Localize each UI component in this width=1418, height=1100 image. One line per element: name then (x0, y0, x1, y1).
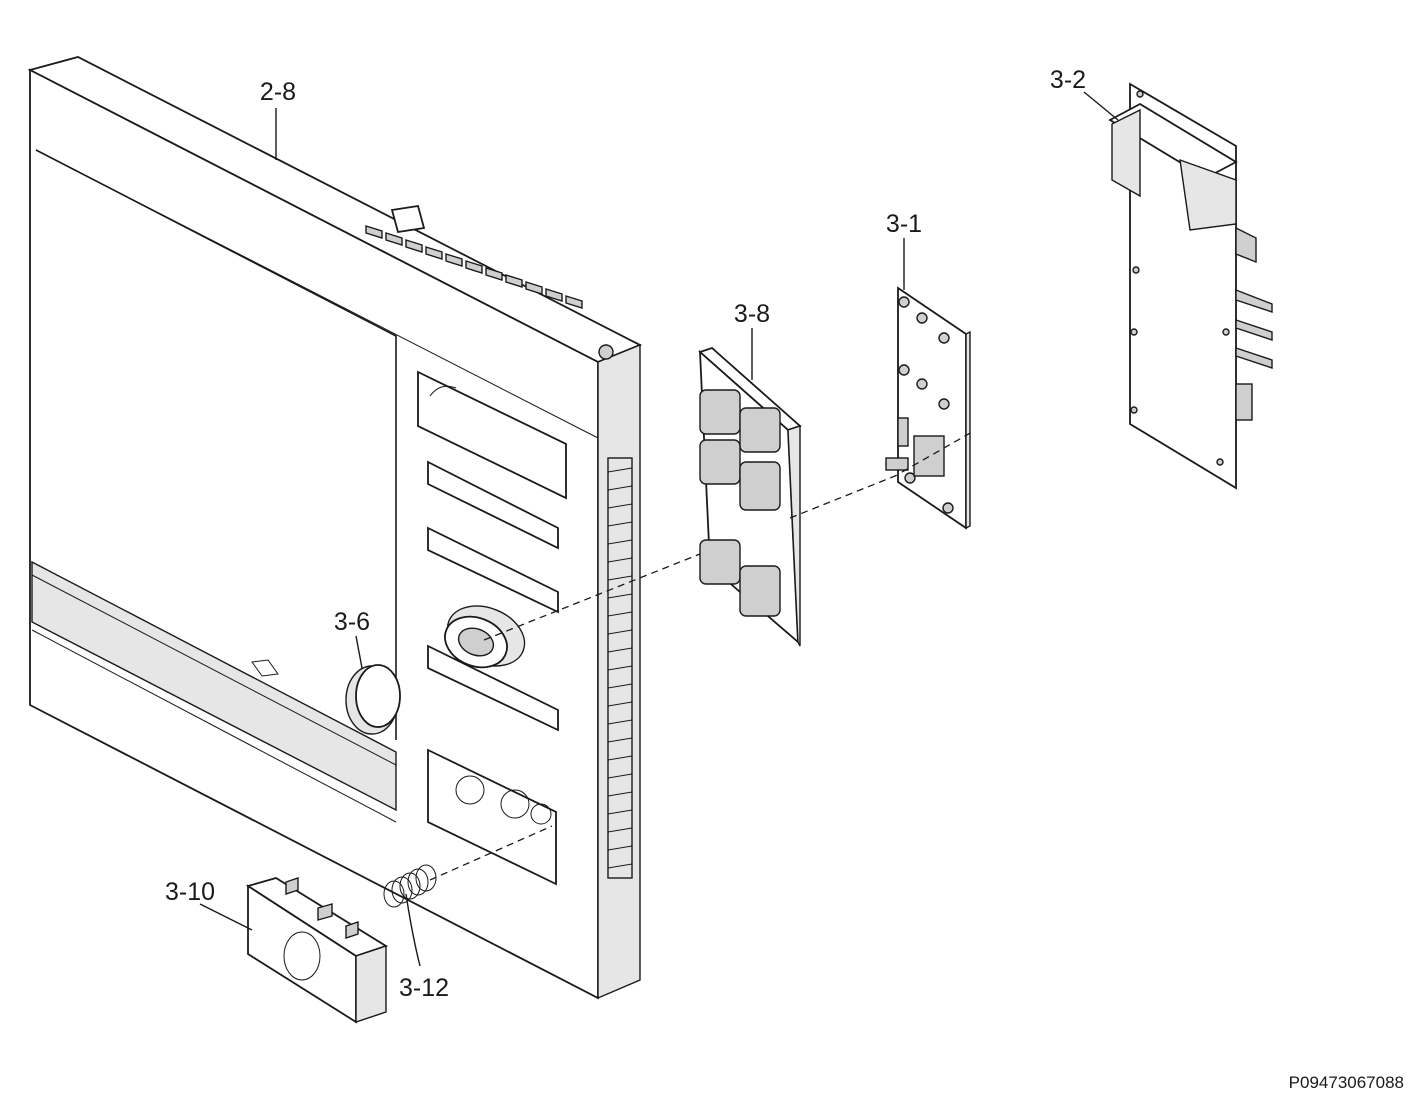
knob-ring (444, 605, 526, 669)
front-panel-2-8 (27, 56, 643, 1000)
assembly-lines (429, 431, 973, 881)
callout-3-12: 3-12 (399, 974, 449, 1002)
bracket-3-2 (1108, 82, 1273, 490)
callout-3-1: 3-1 (886, 210, 922, 238)
leader-lines (199, 91, 1119, 967)
panel-openings (417, 370, 567, 886)
side-vent-slots (607, 457, 633, 879)
top-vent-slots (365, 204, 614, 360)
callout-3-2: 3-2 (1050, 66, 1086, 94)
keypad-3-8 (698, 346, 802, 647)
callout-2-8: 2-8 (260, 78, 296, 106)
knob-3-6 (345, 664, 401, 735)
callout-3-8: 3-8 (734, 300, 770, 328)
cover-3-10 (245, 877, 389, 1024)
document-number: P09473067088 (1289, 1073, 1404, 1092)
pcb-3-1 (885, 286, 971, 530)
callout-3-10: 3-10 (165, 878, 215, 906)
callout-3-6: 3-6 (334, 608, 370, 636)
